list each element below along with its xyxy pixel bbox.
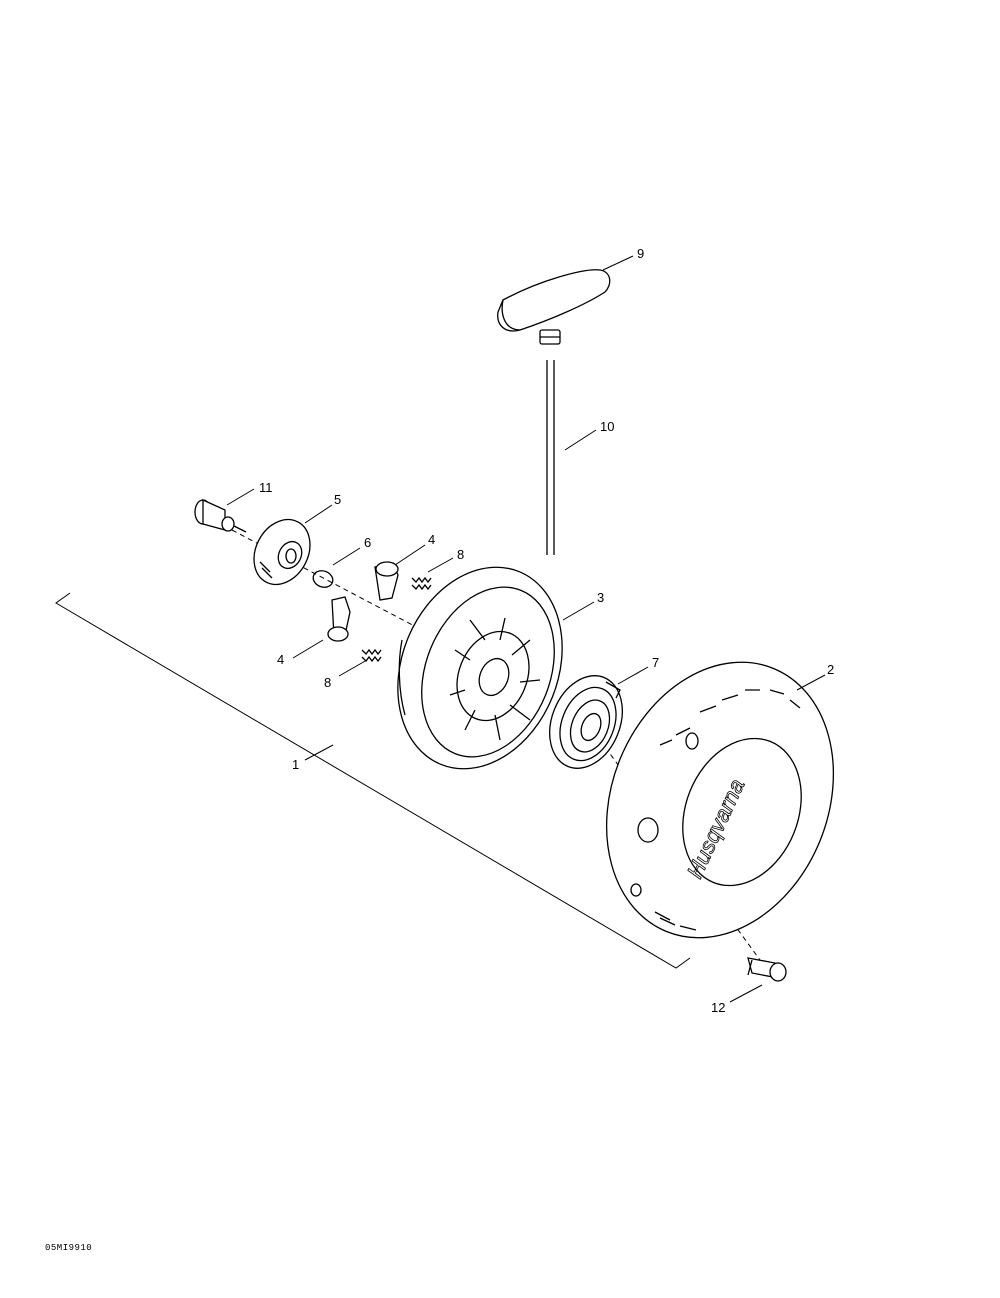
figure-code: 05MI9910: [45, 1243, 93, 1253]
leader-8b: [338, 659, 368, 677]
callout-4-upper: 4: [428, 532, 435, 547]
assembly-bracket-1: [55, 592, 691, 969]
rope-pulley-part: [397, 566, 563, 770]
callout-3: 3: [597, 590, 604, 605]
leader-12: [729, 984, 763, 1003]
pawl-guide-plate-part: [253, 518, 311, 586]
leader-5: [304, 504, 333, 524]
callout-4-lower: 4: [277, 652, 284, 667]
starter-housing-part: Husqvarna: [605, 661, 835, 939]
assembly-axis-upper: [231, 529, 461, 651]
callout-11: 11: [259, 480, 273, 495]
pawl-spring-upper-part: [411, 576, 432, 591]
leader-6: [332, 547, 361, 566]
callout-2: 2: [827, 662, 834, 677]
pawl-lower-part: [327, 596, 351, 642]
callout-6: 6: [364, 535, 371, 550]
callout-8-upper: 8: [457, 547, 464, 562]
callout-1: 1: [292, 757, 299, 772]
callout-7: 7: [652, 655, 659, 670]
callout-5: 5: [334, 492, 341, 507]
leader-7: [617, 666, 649, 685]
leader-11: [226, 488, 255, 506]
leader-1: [304, 744, 334, 761]
pawl-spring-lower-part: [361, 648, 382, 663]
housing-bolt-part: [747, 957, 787, 982]
recoil-spring-part: [549, 675, 623, 769]
leader-4a: [394, 544, 426, 566]
callout-8-lower: 8: [324, 675, 331, 690]
leader-8a: [427, 557, 454, 573]
center-screw-part: [194, 498, 247, 533]
starter-handle-part: [497, 269, 611, 345]
leader-3: [562, 601, 595, 621]
callout-12: 12: [711, 1000, 725, 1015]
leader-10: [564, 429, 597, 451]
leader-4b: [292, 639, 324, 659]
leader-2: [796, 674, 826, 691]
callout-10: 10: [600, 419, 614, 434]
starter-rope-part: [546, 360, 555, 555]
leader-9: [602, 255, 634, 271]
callout-9: 9: [637, 246, 644, 261]
snap-ring-part: [312, 570, 334, 588]
pawl-upper-part: [374, 561, 399, 601]
